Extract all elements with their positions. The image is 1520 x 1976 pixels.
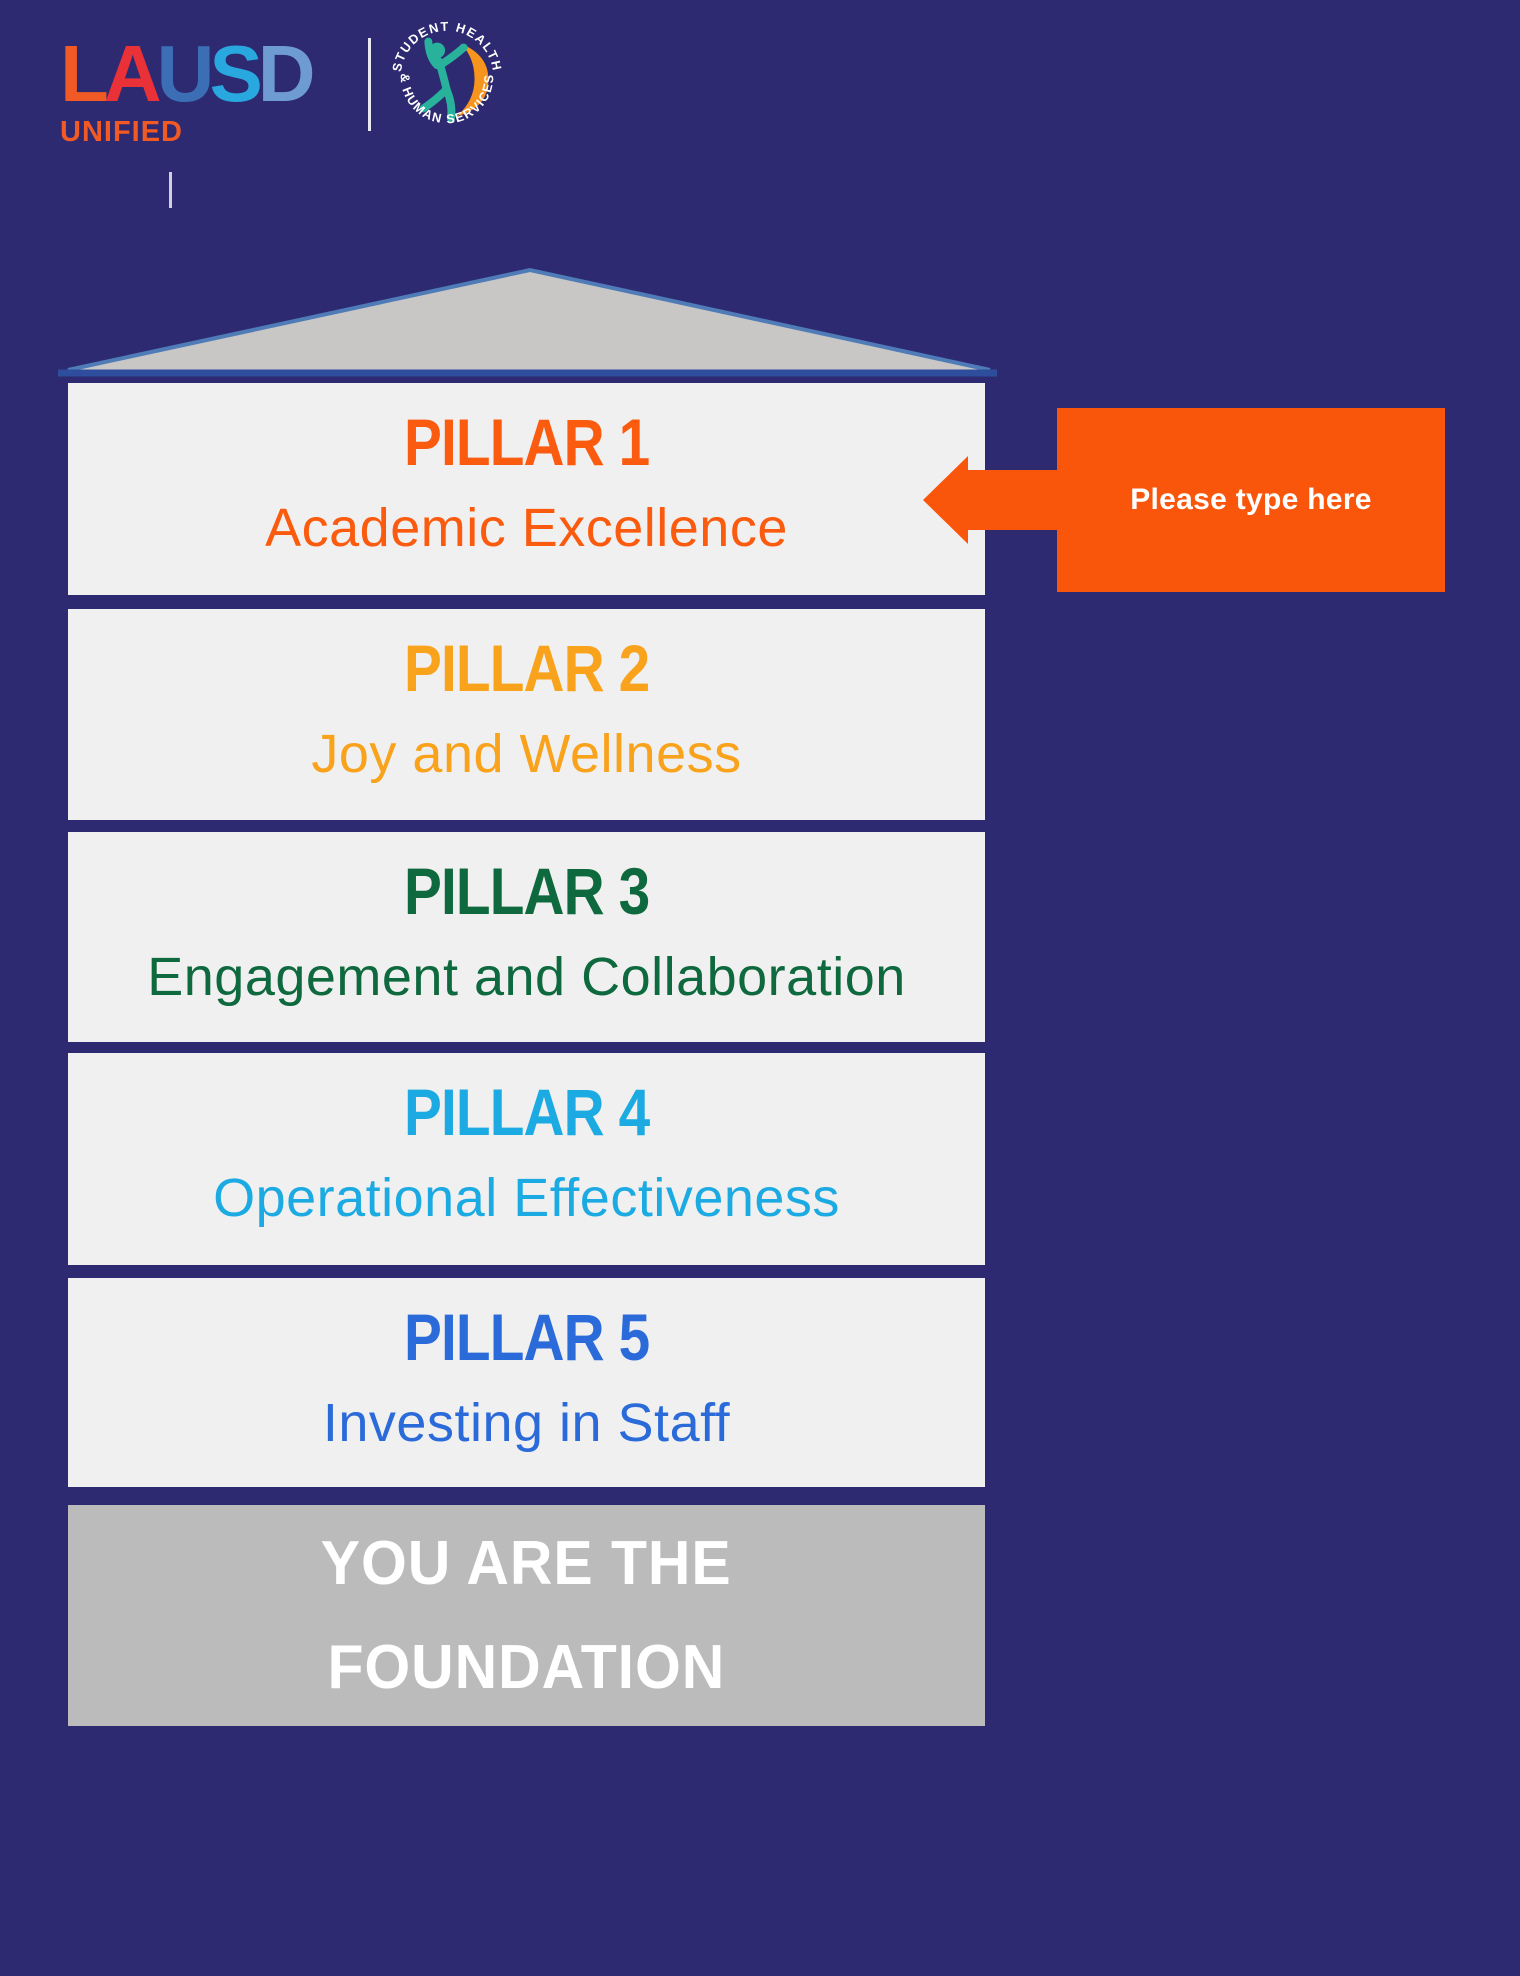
wordmark-letter: A <box>103 29 162 118</box>
title-text-field[interactable] <box>140 164 570 216</box>
pillar-5-subtitle: Investing in Staff <box>322 1393 731 1453</box>
wordmark-letter: D <box>257 29 316 118</box>
badge-swoosh <box>456 43 489 117</box>
pillar-4-subtitle: Operational Effectiveness <box>213 1168 840 1228</box>
wordmark-letter: S <box>209 29 262 118</box>
lausd-logo: LAUSD UNIFIED <box>60 29 316 148</box>
pillar-5-title: PILLAR 5 <box>403 1300 650 1374</box>
pillar-3-title: PILLAR 3 <box>403 854 650 928</box>
student-health-badge-logo: STUDENT HEALTH & HUMAN SERVICES <box>389 19 503 127</box>
pillar-4-title: PILLAR 4 <box>403 1075 650 1149</box>
wordmark-letter: L <box>60 29 109 118</box>
pillar-2-title: PILLAR 2 <box>403 631 650 705</box>
pillar-5-box[interactable]: PILLAR 5 Investing in Staff <box>68 1278 985 1487</box>
pillar-1-title: PILLAR 1 <box>403 405 650 479</box>
lausd-wordmark: LAUSD <box>60 29 316 118</box>
pillar-2-subtitle: Joy and Wellness <box>311 724 742 784</box>
logo-divider <box>368 38 371 131</box>
please-type-here-callout: Please type here <box>1057 408 1445 592</box>
foundation-box: YOU ARE THE FOUNDATION <box>68 1505 985 1726</box>
left-arrow-icon <box>923 456 1060 544</box>
pillar-1-subtitle: Academic Excellence <box>265 498 788 558</box>
badge-person-icon <box>419 37 468 123</box>
roof-triangle <box>58 267 997 377</box>
pillar-2-box[interactable]: PILLAR 2 Joy and Wellness <box>68 609 985 820</box>
pillar-3-subtitle: Engagement and Collaboration <box>147 947 906 1007</box>
foundation-line-2: FOUNDATION <box>327 1632 726 1702</box>
pillar-1-box[interactable]: PILLAR 1 Academic Excellence <box>68 383 985 595</box>
text-cursor <box>169 172 172 208</box>
unified-label: UNIFIED <box>60 116 183 148</box>
pillar-4-box[interactable]: PILLAR 4 Operational Effectiveness <box>68 1053 985 1265</box>
pillar-3-box[interactable]: PILLAR 3 Engagement and Collaboration <box>68 832 985 1042</box>
badge-person-head <box>429 42 446 59</box>
wordmark-letter: U <box>156 29 215 118</box>
callout-label: Please type here <box>1130 483 1372 516</box>
foundation-line-1: YOU ARE THE <box>321 1528 732 1598</box>
